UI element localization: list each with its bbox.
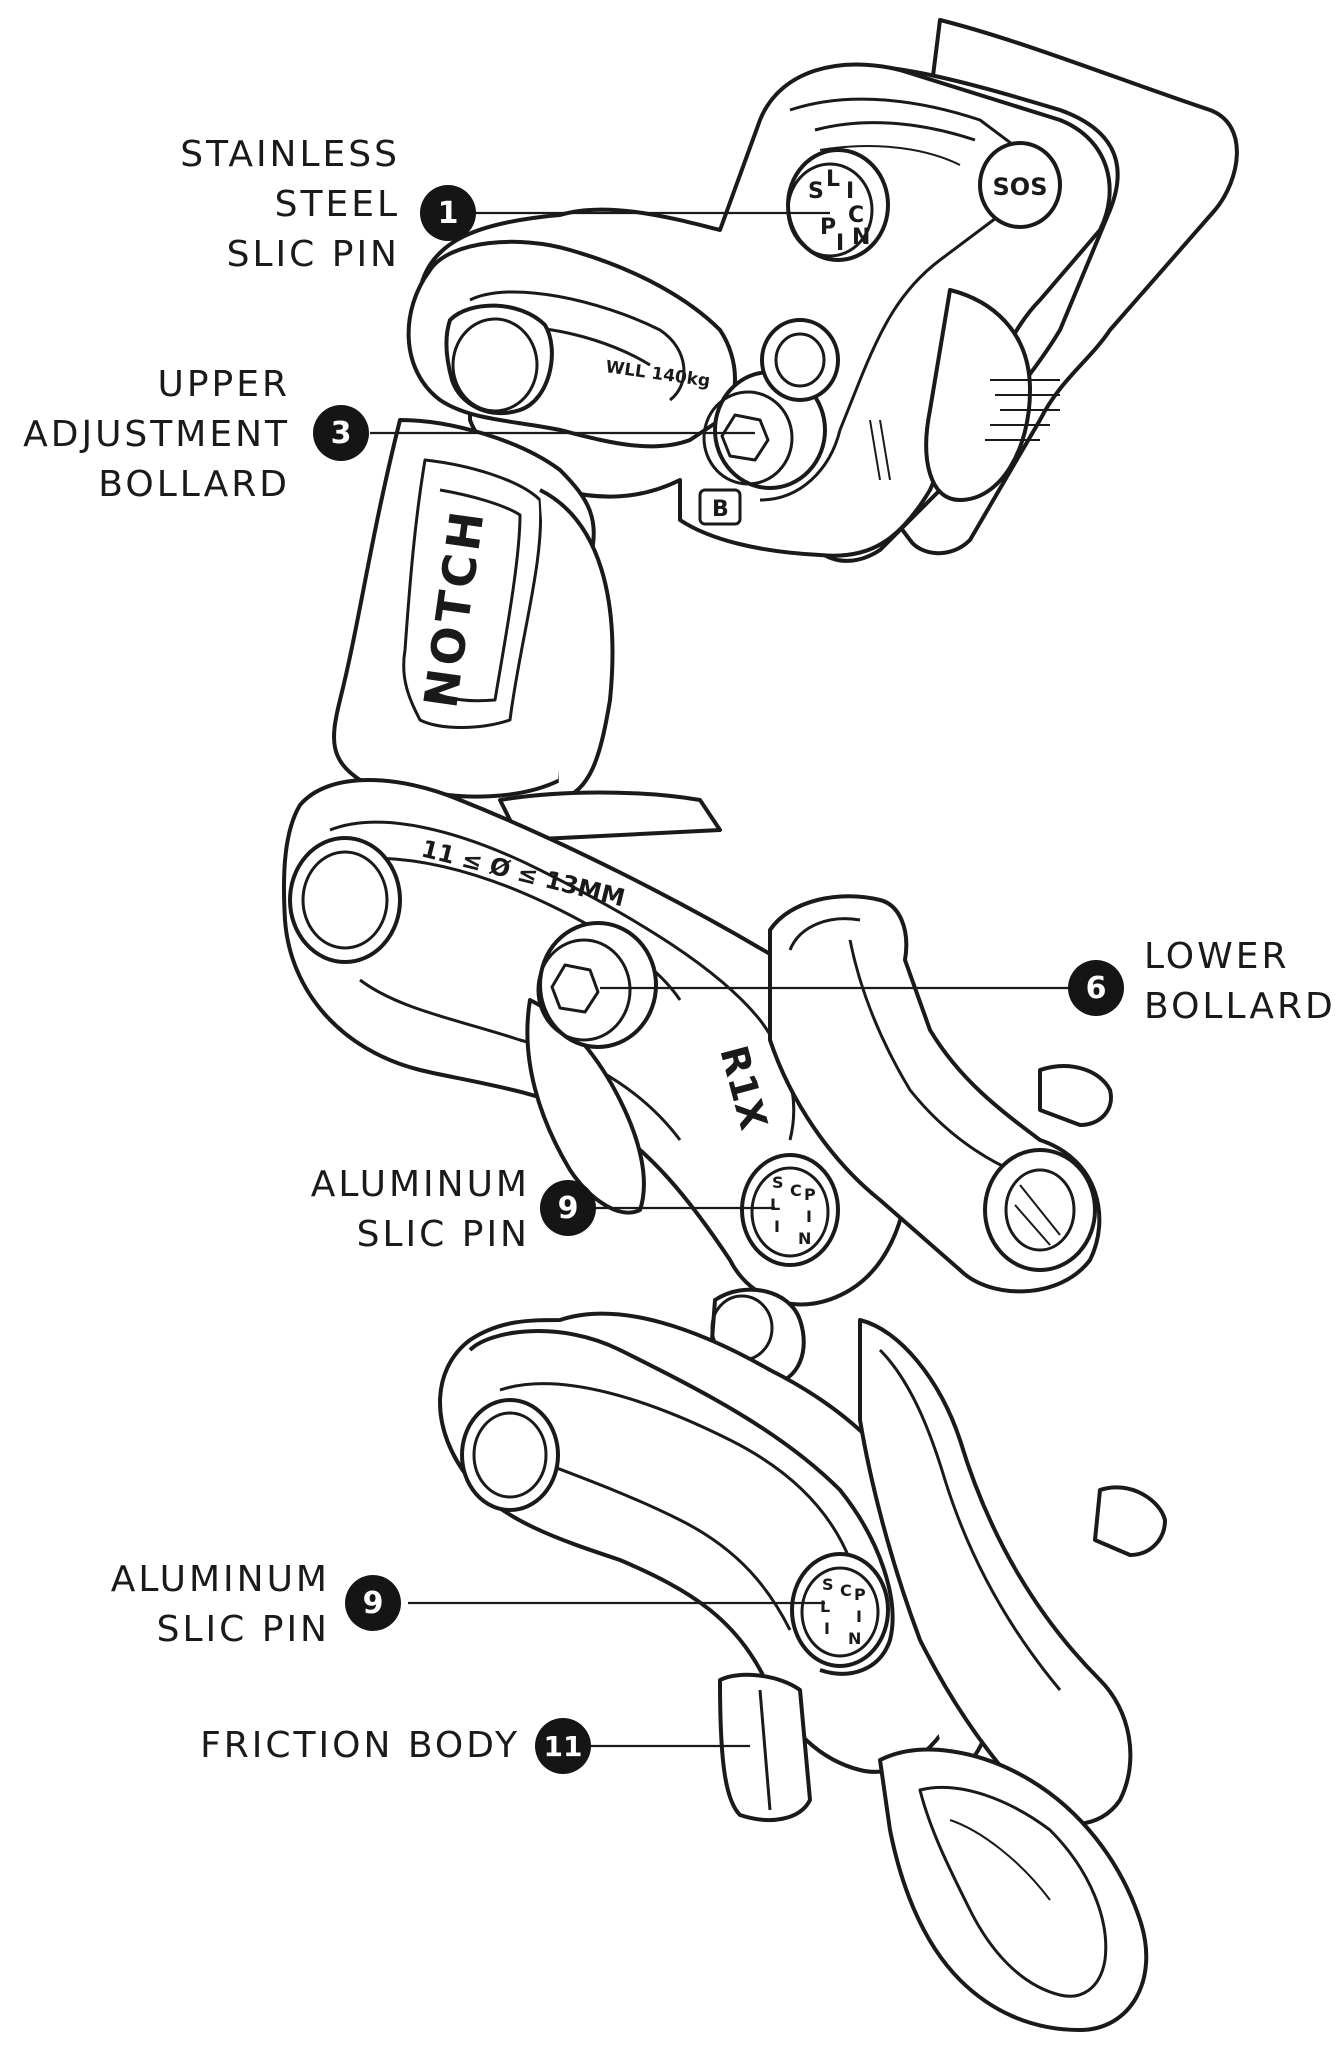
- callout-label-aluminum-slic-pin-middle: ALUMINUM SLIC PIN: [310, 1164, 530, 1255]
- bottom-loop: [878, 1747, 1149, 2032]
- pin-letter-l: L: [826, 167, 840, 192]
- low-pin-letter-l: L: [820, 1597, 830, 1616]
- callout-badge-1: 1: [420, 185, 476, 241]
- pin-letter-i: I: [846, 179, 854, 204]
- mid-pin-letter-c: C: [790, 1181, 802, 1200]
- callout-label-aluminum-slic-pin-lower: ALUMINUM SLIC PIN: [110, 1559, 330, 1650]
- side-cam-ridges: [869, 288, 1060, 502]
- mid-pin-letter-s: S: [772, 1173, 784, 1192]
- low-pin-letter-c: C: [840, 1581, 852, 1600]
- mid-pin-letter-i2: I: [806, 1207, 812, 1226]
- upper-left-lever: [406, 239, 737, 449]
- sos-logo-text: SOS: [993, 173, 1048, 201]
- lower-bollard: [536, 921, 658, 1049]
- callout-label-lower-bollard: LOWER BOLLARD: [1144, 936, 1336, 1027]
- friction-body: [718, 1672, 812, 1822]
- right-lower-arm: [858, 1318, 1167, 1826]
- pin-letter-i2: I: [836, 231, 844, 256]
- callout-badge-6: 6: [1068, 960, 1124, 1016]
- right-cam-plate: [768, 894, 1113, 1294]
- low-pin-letter-i: I: [824, 1619, 830, 1638]
- pin-letter-n: N: [852, 225, 870, 250]
- low-pin-letter-p: P: [854, 1585, 866, 1604]
- low-pin-letter-i2: I: [856, 1607, 862, 1626]
- pin-letter-p: P: [820, 215, 836, 240]
- mid-pin-letter-n: N: [798, 1229, 811, 1248]
- sos-logo: SOS: [978, 141, 1062, 229]
- low-pin-letter-n: N: [848, 1629, 861, 1648]
- callout-label-upper-adjustment-bollard: UPPER ADJUSTMENT BOLLARD: [23, 364, 290, 505]
- callout-badge-3: 3: [313, 405, 369, 461]
- callout-badge-11: 11: [535, 1718, 591, 1774]
- leader-lines: [370, 211, 1068, 1748]
- stainless-slic-pin: S L I C P I N: [786, 148, 890, 262]
- pin-letter-s: S: [808, 179, 824, 204]
- pin-letter-c: C: [848, 203, 864, 228]
- upper-bollard: [702, 318, 840, 490]
- small-mark: B: [698, 488, 742, 526]
- low-pin-letter-s: S: [822, 1575, 834, 1594]
- middle-aluminum-slic-pin: S L I C P I N: [740, 1153, 840, 1267]
- callout-badge-9-lower: 9: [345, 1575, 401, 1631]
- callout-badge-9-middle: 9: [540, 1180, 596, 1236]
- small-mark-letter: B: [712, 497, 729, 522]
- mid-pin-letter-l: L: [770, 1195, 780, 1214]
- callout-label-stainless-steel-slic-pin: STAINLESS STEEL SLIC PIN: [180, 134, 400, 275]
- lower-aluminum-slic-pin: S L I C P I N: [790, 1552, 890, 1668]
- mid-pin-letter-p: P: [804, 1185, 816, 1204]
- callout-label-friction-body: FRICTION BODY: [200, 1725, 520, 1766]
- mid-pin-letter-i: I: [774, 1217, 780, 1236]
- central-neck: NOTCH: [332, 418, 722, 842]
